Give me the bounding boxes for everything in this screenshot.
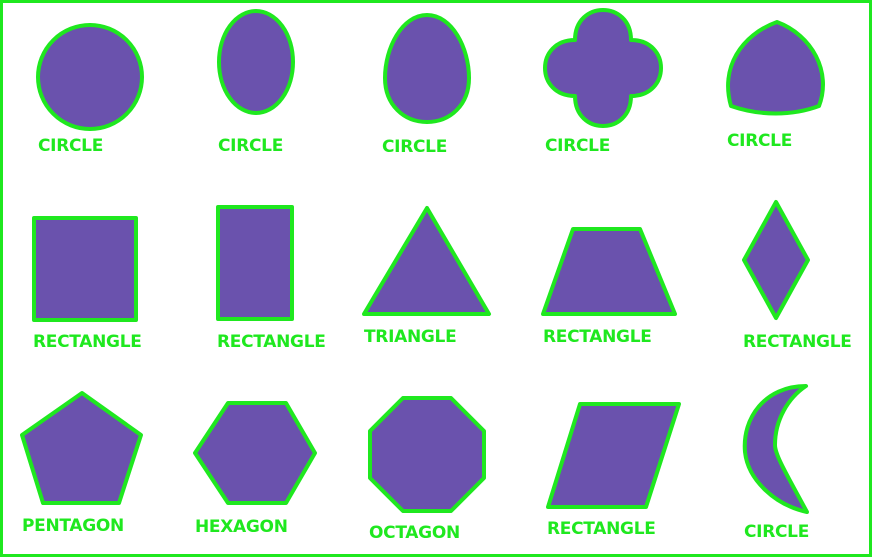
circle-shape (36, 23, 144, 131)
ellipse-shape (217, 9, 295, 115)
quatrefoil-shape (543, 8, 663, 128)
pentagon-shape (20, 391, 143, 505)
shape-label: RECTANGLE (547, 519, 656, 539)
shape-item: CIRCLE (726, 20, 825, 151)
rectangle-shape (216, 205, 294, 321)
shape-label: RECTANGLE (543, 327, 652, 347)
shape-label: OCTAGON (369, 523, 460, 543)
shape-label: CIRCLE (382, 137, 447, 157)
trapezoid-shape (541, 227, 677, 316)
octagon-shape (368, 396, 486, 513)
shape-item: CIRCLE (36, 23, 144, 156)
crescent-shape (742, 384, 809, 514)
shape-item: RECTANGLE (541, 227, 677, 347)
shape-item: TRIANGLE (362, 206, 491, 347)
shape-label: RECTANGLE (217, 332, 326, 352)
shape-label: CIRCLE (727, 131, 792, 151)
shape-label: CIRCLE (744, 522, 809, 542)
hexagon-shape (193, 401, 317, 505)
shape-label: PENTAGON (22, 516, 124, 536)
shape-label: CIRCLE (38, 136, 103, 156)
shape-item: CIRCLE (543, 8, 663, 156)
square-shape (32, 216, 138, 322)
shape-item: CIRCLE (217, 9, 295, 156)
triangle-shape (362, 206, 491, 316)
shape-label: HEXAGON (195, 517, 288, 537)
shape-item: HEXAGON (193, 401, 317, 537)
shape-label: CIRCLE (218, 136, 283, 156)
parallelogram-shape (546, 402, 681, 509)
rhombus-shape (742, 200, 810, 320)
shape-item: RECTANGLE (742, 200, 852, 352)
shape-item: OCTAGON (368, 396, 486, 543)
shape-item: CIRCLE (382, 13, 471, 157)
shape-label: TRIANGLE (364, 327, 456, 347)
shape-item: CIRCLE (742, 384, 809, 542)
reuleaux-triangle-shape (726, 20, 825, 116)
shape-item: RECTANGLE (216, 205, 326, 352)
shape-item: RECTANGLE (32, 216, 142, 352)
egg-shape (383, 13, 471, 124)
shape-label: RECTANGLE (743, 332, 852, 352)
shape-item: PENTAGON (20, 391, 143, 536)
shape-label: RECTANGLE (33, 332, 142, 352)
shape-label: CIRCLE (545, 136, 610, 156)
shape-item: RECTANGLE (546, 402, 681, 539)
